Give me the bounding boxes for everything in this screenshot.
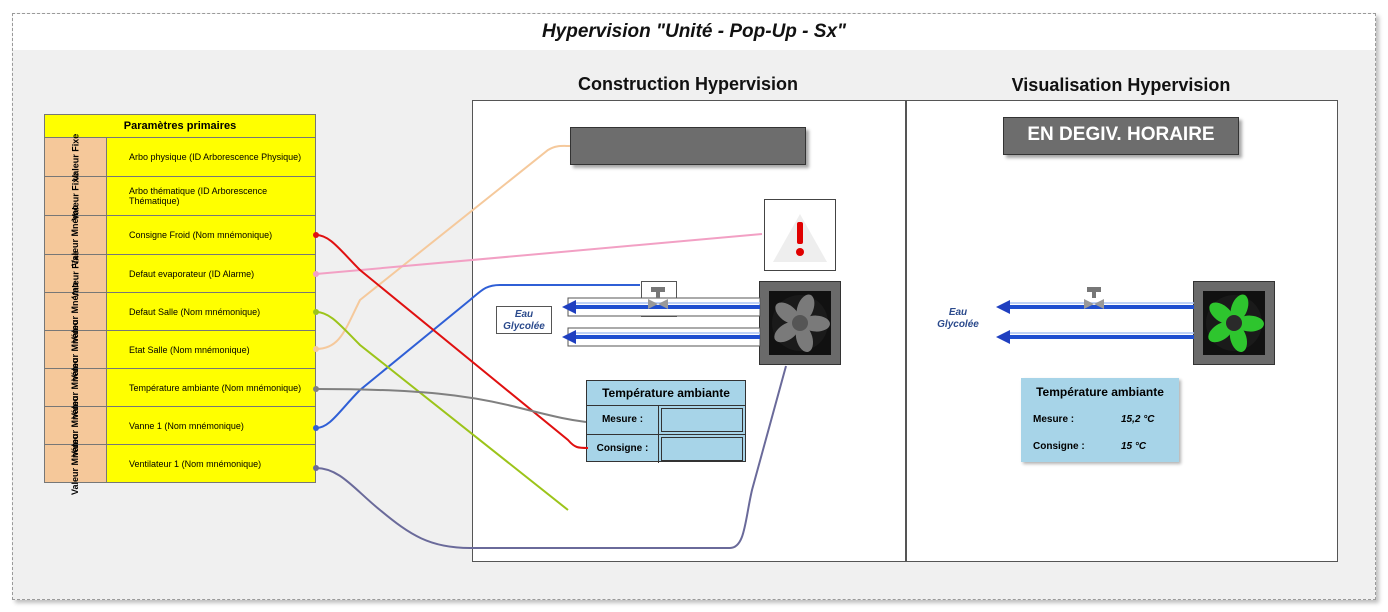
pipes-visualisation <box>996 300 1194 344</box>
mesure-field <box>661 408 743 432</box>
valve-icon <box>648 287 668 309</box>
consigne-field <box>661 437 743 461</box>
consigne-value: 15 °C <box>1121 441 1147 452</box>
alarm-icon <box>773 214 827 262</box>
wire-endpoints <box>313 232 319 471</box>
fan-icon <box>772 294 830 353</box>
param-label: Température ambiante (Nom mnémonique) <box>106 368 316 407</box>
page-title: Hypervision "Unité - Pop-Up - Sx" <box>541 21 847 42</box>
temp-panel-construction: Température ambiante Mesure : Consigne : <box>586 380 746 463</box>
state-banner: EN DEGIV. HORAIRE <box>1003 117 1239 155</box>
wire-vanne <box>315 284 640 429</box>
wire-defaut-salle <box>315 311 569 511</box>
mesure-label: Mesure : <box>1033 414 1075 425</box>
temp-panel-visualisation: Température ambiante Mesure : 15,2 °C Co… <box>1021 378 1179 462</box>
consigne-label: Consigne : <box>1033 441 1085 452</box>
construction-title: Construction Hypervision <box>577 74 799 94</box>
wire-temperature <box>315 388 587 423</box>
param-label: Arbo physique (ID Arborescence Physique) <box>106 137 316 177</box>
fan-construction <box>759 281 841 365</box>
consigne-label: Consigne : <box>587 435 659 463</box>
param-label: Ventilateur 1 (Nom mnémonique) <box>106 444 316 483</box>
mesure-value: 15,2 °C <box>1121 414 1155 425</box>
temp-title: Température ambiante <box>1036 385 1164 399</box>
title-band <box>13 14 1375 50</box>
eau-label: Eau <box>514 309 534 320</box>
temp-title: Température ambiante <box>587 381 745 406</box>
wire-ventilateur <box>315 365 787 549</box>
fan-icon <box>1206 294 1264 353</box>
eau-glycolee-construction: Eau Glycolée <box>496 306 552 334</box>
state-banner-placeholder <box>570 127 806 165</box>
mesure-label: Mesure : <box>587 406 659 434</box>
wire-consigne-froid <box>315 234 589 449</box>
param-label: Consigne Froid (Nom mnémonique) <box>106 215 316 255</box>
param-label: Arbo thématique (ID Arborescence Thémati… <box>106 176 316 216</box>
glycolee-label: Glycolée <box>503 321 545 332</box>
eau-label: Eau <box>948 307 968 318</box>
glycolee-label: Glycolée <box>937 319 979 330</box>
state-banner-text: EN DEGIV. HORAIRE <box>1027 124 1215 145</box>
valve-icon <box>1084 287 1104 309</box>
eau-glycolee-visualisation: Eau Glycolée <box>925 307 991 331</box>
fan-visualisation <box>1193 281 1275 365</box>
alarm-box <box>764 199 836 271</box>
wire-defaut-evaporateur <box>315 233 763 275</box>
wire-etat-salle <box>315 144 571 350</box>
param-label: Etat Salle (Nom mnémonique) <box>106 330 316 369</box>
visualisation-title: Visualisation Hypervision <box>1011 75 1231 95</box>
